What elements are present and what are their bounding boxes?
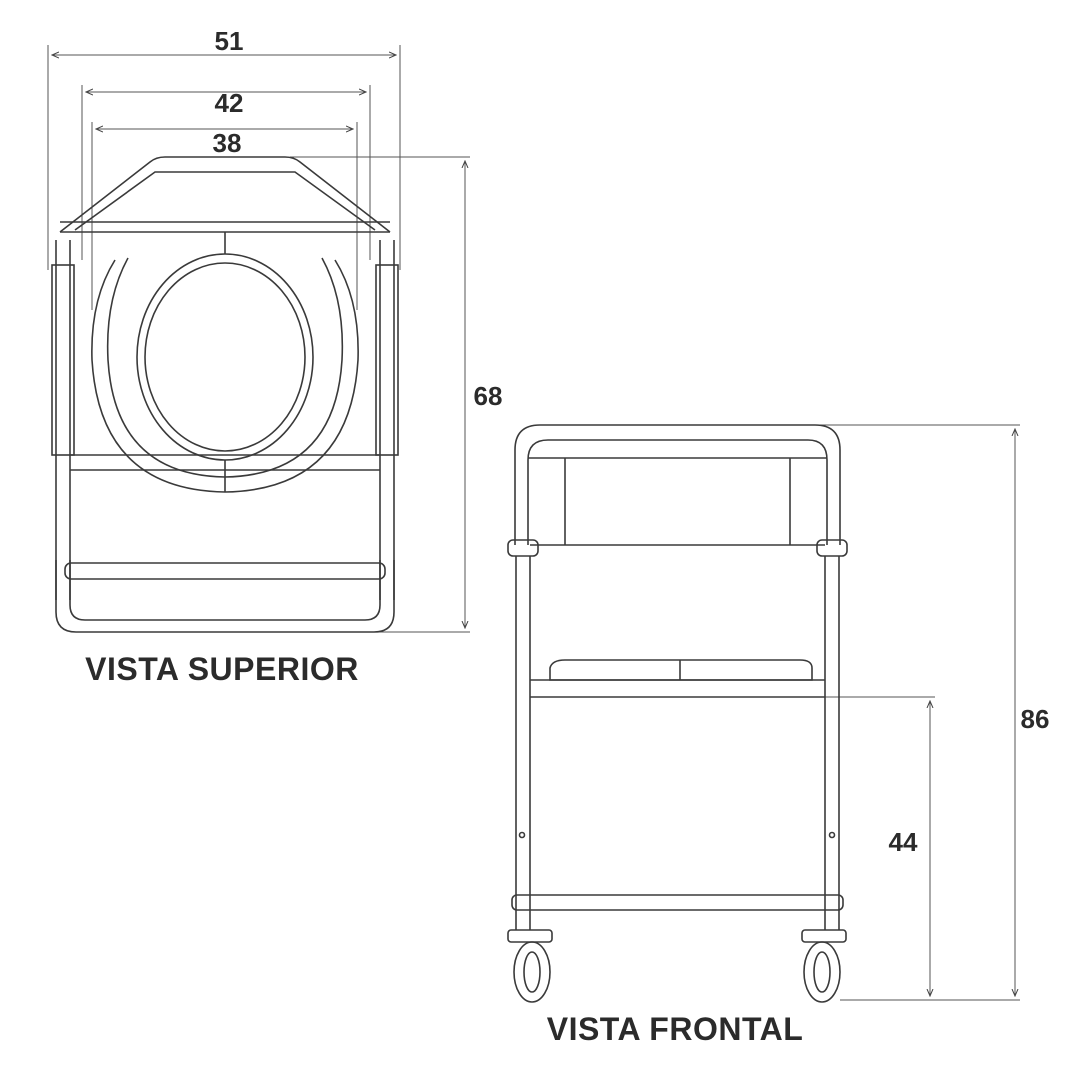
- dimension-label-68: 68: [474, 381, 503, 411]
- view-title-superior: VISTA SUPERIOR: [85, 651, 359, 687]
- front-view-drawing: [507, 424, 1020, 1003]
- dimension-label-86: 86: [1021, 704, 1050, 734]
- view-title-frontal: VISTA FRONTAL: [547, 1011, 804, 1047]
- dimension-label-44: 44: [889, 827, 918, 857]
- dimension-lines-front: [800, 424, 1020, 1001]
- top-view-drawing: [47, 45, 470, 633]
- dimension-label-38: 38: [213, 128, 242, 158]
- dimension-label-42: 42: [215, 88, 244, 118]
- dimension-label-51: 51: [215, 26, 244, 56]
- dimension-lines-top: [47, 45, 470, 633]
